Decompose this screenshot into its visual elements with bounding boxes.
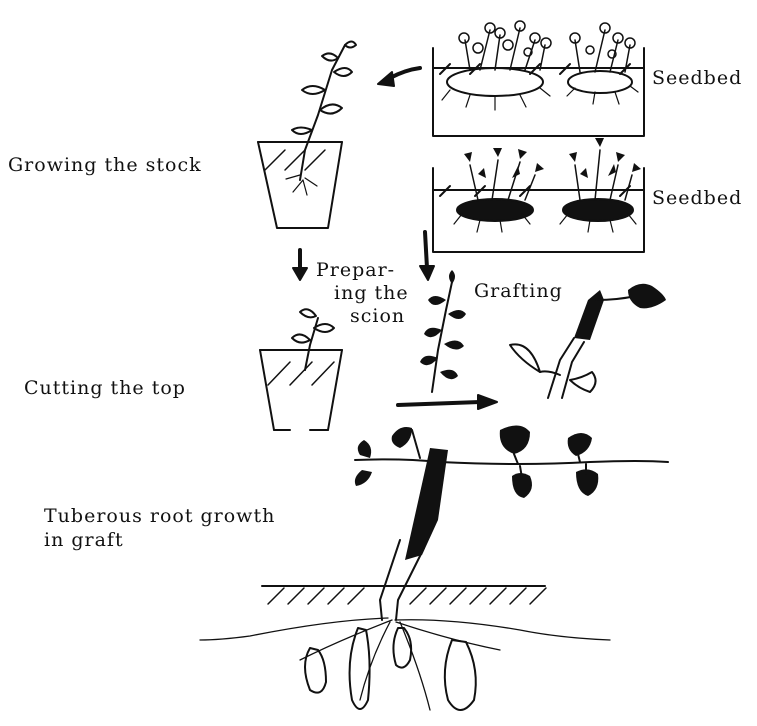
preparing-scion-label-line2: ing the bbox=[334, 283, 409, 305]
stock-plant-pot bbox=[258, 42, 356, 229]
grafting-label: Grafting bbox=[474, 281, 563, 303]
cutting-top-label: Cutting the top bbox=[24, 378, 186, 400]
cut-stock-pot bbox=[260, 309, 342, 430]
seedbed-top-label: Seedbed bbox=[652, 68, 742, 90]
seedbed-bottom-label: Seedbed bbox=[652, 188, 742, 210]
growing-stock-label: Growing the stock bbox=[8, 155, 202, 177]
seedbed-top-box bbox=[433, 21, 644, 136]
arrow-scion-to-graft bbox=[398, 395, 497, 409]
preparing-scion-label-line3: scion bbox=[350, 306, 405, 328]
arrow-seedbed-to-scion bbox=[420, 232, 434, 280]
grafted-plant bbox=[200, 425, 668, 710]
tuberous-root-label-line2: in graft bbox=[44, 530, 124, 552]
tuberous-root-label-line1: Tuberous root growth bbox=[44, 506, 275, 528]
arrow-stock-to-cut bbox=[293, 250, 307, 280]
scion-plant bbox=[420, 270, 466, 392]
arrow-seedbed-to-stock bbox=[378, 68, 420, 86]
preparing-scion-label-line1: Prepar- bbox=[316, 260, 395, 282]
seedbed-bottom-box bbox=[433, 138, 644, 252]
